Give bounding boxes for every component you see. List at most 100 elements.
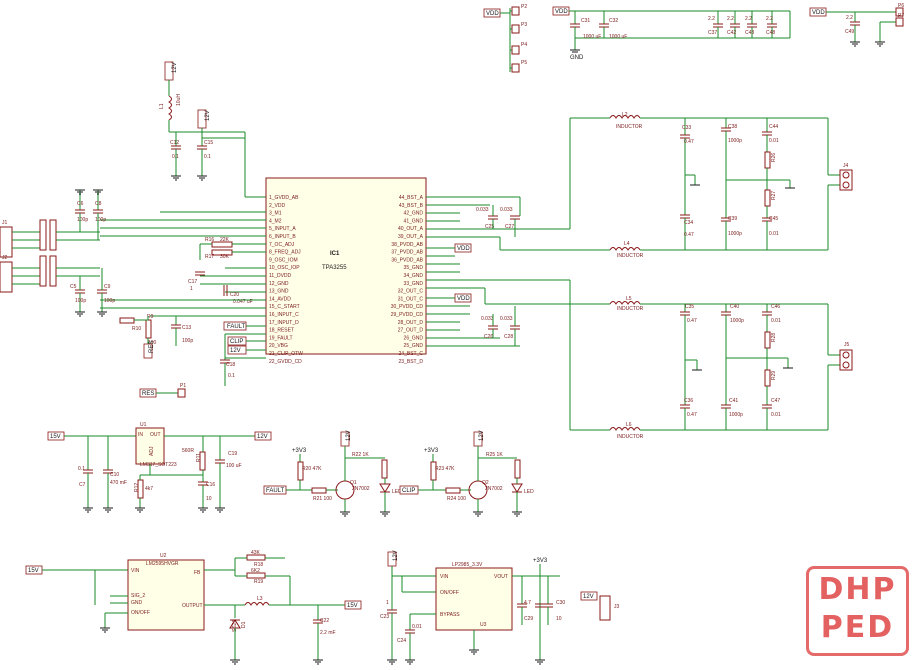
svg-text:LED: LED (392, 489, 402, 495)
svg-text:C35: C35 (685, 304, 694, 310)
svg-text:VDD: VDD (457, 246, 470, 252)
svg-text:12V: 12V (393, 550, 399, 561)
svg-text:10: 10 (206, 496, 212, 502)
svg-text:C33: C33 (682, 125, 691, 131)
svg-text:C45: C45 (769, 216, 778, 222)
svg-text:R12: R12 (134, 483, 140, 492)
ic-left-pin-label: 21_CLIP_OTW (269, 351, 303, 357)
svg-text:P4: P4 (521, 42, 527, 48)
svg-text:C9: C9 (104, 284, 111, 290)
svg-text:2.2: 2.2 (708, 16, 715, 22)
ic-left-pin-label: 13_GND (269, 289, 289, 295)
svg-text:VDD: VDD (486, 11, 499, 17)
svg-text:ON/OFF: ON/OFF (131, 610, 150, 616)
svg-text:ADJ: ADJ (149, 446, 155, 456)
svg-text:R21 100: R21 100 (313, 496, 332, 502)
ic-left-pin-label: 3_M1 (269, 211, 282, 217)
svg-text:100p: 100p (182, 338, 193, 344)
connector-j4 (839, 169, 853, 191)
svg-text:U2: U2 (160, 553, 167, 559)
ic-tpa3255: IC1 TPA3255 1_GVDD_AB2_VDD3_M14_M25_INPU… (265, 177, 427, 365)
ic-right-pin-label: 37_PVDD_AB (391, 250, 423, 256)
svg-text:P3: P3 (521, 22, 527, 28)
svg-text:12V: 12V (583, 594, 594, 600)
ic-left-pin-label: 10_OSC_IOP (269, 265, 300, 271)
p6-p7-group: VDD 2.2 C49 P6 P7 (809, 3, 904, 42)
svg-text:R17: R17 (205, 254, 214, 260)
ic-left-pin-label: 15_C_START (269, 304, 300, 310)
ic-right-pin-label: 36_PVDD_AB (391, 257, 423, 263)
svg-text:R28: R28 (771, 333, 777, 342)
svg-text:R16: R16 (205, 237, 214, 243)
svg-text:GND: GND (570, 55, 584, 61)
svg-text:22K: 22K (220, 237, 230, 243)
svg-text:C10: C10 (110, 472, 119, 478)
svg-text:0.047 uF: 0.047 uF (233, 299, 253, 305)
svg-text:C5: C5 (70, 284, 77, 290)
header-p3 (511, 24, 520, 34)
svg-text:C31: C31 (581, 18, 590, 24)
svg-text:CLIP: CLIP (230, 339, 243, 345)
svg-text:C46: C46 (771, 304, 780, 310)
svg-text:C19: C19 (228, 451, 237, 457)
svg-text:C25: C25 (485, 224, 494, 230)
reset-section: R9 100 RES R10 C13 100p RES P1 (119, 314, 193, 398)
input-section: J1 J2 C6 100p C8 100p C5 100p C9 (0, 190, 115, 312)
ic-right-pin-label: 29_PVDD_CD (391, 312, 424, 318)
svg-text:R24 100: R24 100 (447, 496, 466, 502)
svg-text:C44: C44 (769, 124, 778, 130)
ic-right-pin-label: 38_PVDD_AB (391, 242, 423, 248)
svg-text:2.2 mF: 2.2 mF (320, 630, 336, 636)
svg-text:C40: C40 (730, 304, 739, 310)
svg-text:560R: 560R (182, 448, 194, 454)
ic-left-pin-label: 5_INPUT_A (269, 226, 296, 232)
svg-text:0.1: 0.1 (228, 373, 235, 379)
ic-right-pin-label: 32_OUT_C (398, 289, 424, 295)
ic-left-pin-label: 14_AVDD (269, 296, 291, 302)
svg-text:C30: C30 (556, 600, 565, 606)
connector-j1 (0, 226, 13, 258)
svg-text:12V: 12V (205, 110, 211, 121)
connector-j2 (0, 261, 13, 293)
svg-text:CLIP: CLIP (402, 488, 415, 494)
svg-text:C7: C7 (79, 482, 86, 488)
svg-text:J4: J4 (843, 163, 849, 169)
svg-text:C42: C42 (727, 30, 736, 36)
svg-text:2.2: 2.2 (766, 16, 773, 22)
ic-left-pin-label: 12_GND (269, 281, 289, 287)
svg-text:C34: C34 (684, 220, 693, 226)
svg-text:C39: C39 (728, 216, 737, 222)
svg-text:C32: C32 (609, 18, 618, 24)
ic-right-pin-label: 40_OUT_A (398, 226, 424, 232)
svg-text:TPA3255: TPA3255 (322, 265, 347, 271)
header-p4 (511, 45, 520, 55)
ic-left-pin-label: 18_RESET (269, 328, 294, 334)
svg-text:VIN: VIN (131, 568, 140, 574)
ic-left-pin-label: 4_M2 (269, 218, 282, 224)
svg-text:J5: J5 (844, 342, 850, 348)
svg-text:1000p: 1000p (729, 412, 743, 418)
svg-text:0.01: 0.01 (771, 318, 781, 324)
svg-text:0.033: 0.033 (500, 207, 513, 213)
svg-text:BYPASS: BYPASS (440, 612, 460, 618)
svg-text:6K2: 6K2 (251, 568, 260, 574)
svg-text:2N7002: 2N7002 (485, 486, 503, 492)
svg-text:0.1: 0.1 (172, 154, 179, 160)
svg-text:10uH: 10uH (176, 94, 182, 106)
svg-text:0.01: 0.01 (769, 231, 779, 237)
svg-text:VDD: VDD (457, 296, 470, 302)
ic-left-pin-label: 6_INPUT_B (269, 234, 296, 240)
svg-text:L4: L4 (624, 241, 630, 247)
svg-text:30K: 30K (220, 254, 230, 260)
output-filter-b: L5 INDUCTOR L6 INDUCTOR J5 C35 0.47 C36 … (609, 296, 853, 440)
ic-right-pin-label: 39_OUT_A (398, 234, 424, 240)
connector-j5 (839, 349, 853, 371)
svg-text:0.1: 0.1 (78, 466, 85, 472)
header-p5 (511, 63, 520, 73)
svg-text:0.033: 0.033 (481, 316, 494, 322)
svg-text:P7: P7 (898, 13, 904, 19)
svg-text:R11: R11 (196, 453, 202, 462)
svg-text:0.033: 0.033 (476, 207, 489, 213)
svg-text:1000 uF: 1000 uF (609, 34, 627, 40)
svg-text:100: 100 (148, 340, 157, 346)
